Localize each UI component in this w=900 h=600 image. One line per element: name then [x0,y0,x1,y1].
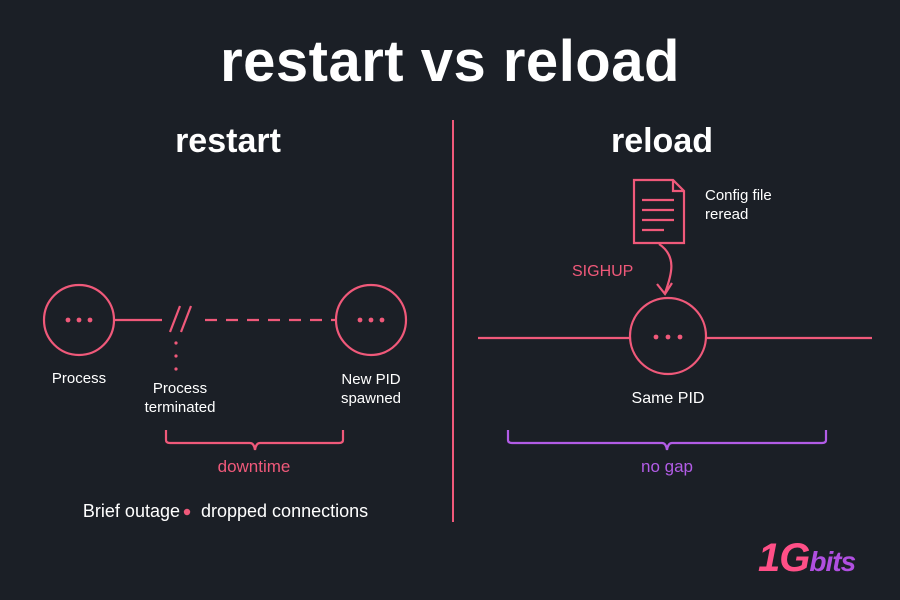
footer-brief-outage: Brief outage [82,501,180,521]
downtime-label: downtime [217,457,291,476]
footer-dropped-connections: dropped connections [201,501,369,521]
sighup-label: SIGHUP [572,263,634,280]
config-file-label: Config file reread [705,187,772,223]
no-gap-label: no gap [641,457,693,476]
signal-arrow [658,243,673,294]
brand-logo: 1Gbits [758,536,856,581]
no-gap-brace [506,430,828,451]
break-mark-1 [168,305,182,333]
same-pid-node [628,296,708,376]
reload-diagram [478,178,872,376]
restart-diagram [42,283,408,451]
node-dots [65,317,385,516]
same-pid-label: Same PID [631,390,705,407]
config-file-icon [632,178,686,245]
restart-heading: restart [175,122,281,160]
bullet-dot [183,508,191,516]
new-pid-node [334,283,408,357]
page-title: restart vs reload [220,29,680,94]
process-label: Process [51,370,107,387]
signal-arrowhead [656,282,673,296]
logo-text: bits [809,546,856,577]
terminated-label: Process terminated [144,380,216,416]
downtime-brace [164,430,345,451]
new-pid-label: New PID spawned [340,371,402,407]
break-mark-2 [179,305,193,333]
logo-number: 1G [758,536,810,580]
reload-heading: reload [610,122,714,160]
